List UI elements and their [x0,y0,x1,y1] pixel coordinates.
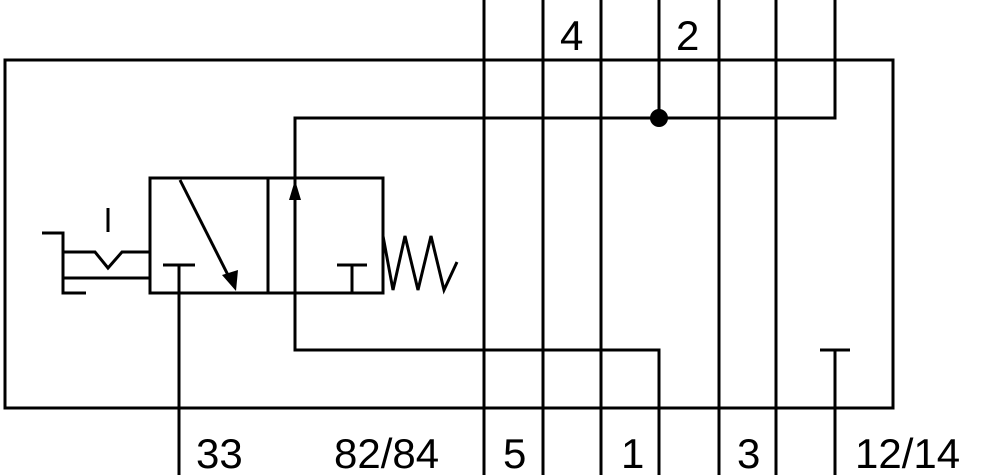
label-port-2: 2 [676,12,699,59]
label-port-12-14: 12/14 [855,430,960,475]
spring-icon [381,235,459,295]
label-port-33: 33 [196,430,243,475]
flow-arrowhead-up [289,180,301,200]
label-port-1: 1 [621,430,644,475]
label-port-3: 3 [737,430,760,475]
flow-arrow-diagonal [178,179,234,284]
label-port-82-84: 82/84 [334,430,439,475]
manual-actuator-body [42,231,86,295]
pilot-line-top [293,0,837,180]
label-port-4: 4 [560,12,583,59]
pilot-line-bottom [293,180,661,475]
flow-arrowhead [222,270,238,291]
detent-notch [63,250,150,271]
valve-housing [3,58,895,410]
valve-box-right [266,176,385,295]
label-port-5: 5 [503,430,526,475]
